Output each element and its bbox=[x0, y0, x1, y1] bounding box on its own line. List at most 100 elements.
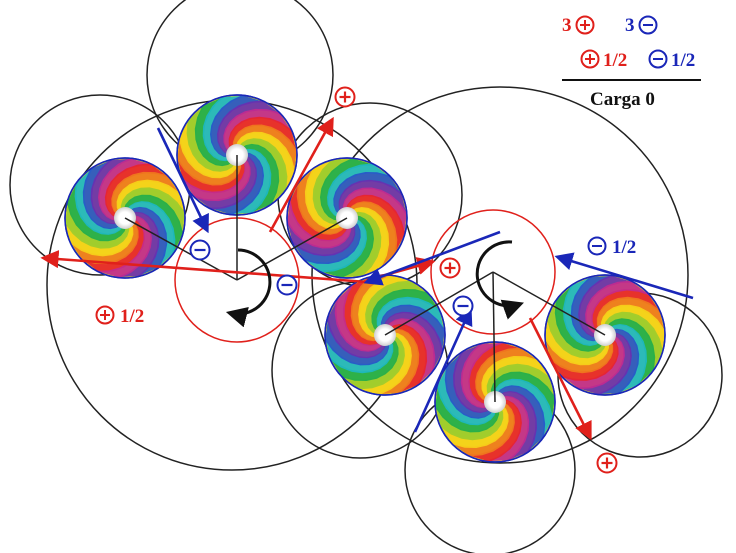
vortex-swirl bbox=[435, 382, 500, 433]
vortex-swirl bbox=[177, 135, 242, 186]
radial-line bbox=[492, 271, 606, 336]
plus-sign-icon bbox=[575, 15, 595, 35]
vortex-swirl bbox=[475, 347, 541, 402]
vortex-swirl bbox=[241, 143, 280, 214]
vortex-swirl bbox=[338, 179, 407, 217]
vortex-swirl bbox=[287, 219, 356, 257]
vortex-swirl bbox=[80, 218, 146, 273]
radial-line bbox=[384, 271, 494, 336]
legend-pos-count: 3 bbox=[562, 15, 572, 36]
vortex-swirl bbox=[365, 280, 431, 335]
vortex-swirl bbox=[481, 356, 551, 400]
vortex-swirl bbox=[65, 219, 134, 257]
vortex-rim bbox=[544, 274, 666, 396]
vortex-swirl bbox=[453, 343, 491, 413]
plus-sign-icon bbox=[334, 86, 356, 108]
vortex-swirl bbox=[603, 311, 663, 373]
vortex-swirl bbox=[235, 131, 295, 193]
vortex-swirl bbox=[342, 187, 407, 238]
vortex-swirl bbox=[351, 207, 390, 277]
vortex-swirl bbox=[327, 163, 393, 218]
vortex-swirl bbox=[468, 342, 525, 405]
blue-arrow-right bbox=[554, 252, 694, 300]
half-labels: 1/2 1/2 bbox=[95, 236, 636, 327]
vortex-swirl bbox=[563, 276, 601, 346]
vortex-swirl bbox=[444, 350, 494, 419]
vortex-swirl bbox=[179, 117, 239, 179]
vortex-swirl bbox=[496, 385, 546, 454]
vortex-swirl bbox=[69, 220, 139, 265]
vortex-swirl bbox=[126, 201, 176, 270]
minus-sign-icon bbox=[452, 295, 474, 317]
vortex-swirl bbox=[465, 399, 522, 462]
vortex-swirl bbox=[327, 297, 387, 359]
vortex-swirl bbox=[296, 166, 346, 235]
blue-arrow-bottom bbox=[413, 306, 473, 433]
vortex-swirl bbox=[333, 172, 403, 216]
vortex-swirl bbox=[232, 124, 297, 175]
vortex-swirl bbox=[208, 152, 264, 215]
vortex-swirl bbox=[439, 404, 509, 448]
vortex-swirl bbox=[559, 335, 625, 390]
vortex-swirl bbox=[554, 283, 604, 352]
vortex-swirl bbox=[383, 311, 443, 373]
vortex-rim bbox=[64, 157, 186, 279]
vortex-swirl bbox=[186, 103, 236, 172]
vortex-swirl bbox=[596, 296, 665, 335]
vortex-swirl bbox=[111, 171, 181, 216]
vortex-swirl bbox=[437, 364, 497, 426]
vortex-swirl bbox=[304, 159, 343, 229]
minus-sign-icon bbox=[648, 49, 668, 69]
vortex-swirl bbox=[575, 332, 632, 395]
minus-sign-icon bbox=[587, 236, 607, 256]
vortex-swirl bbox=[449, 402, 515, 457]
blue-arrow-center bbox=[363, 230, 501, 286]
legend-neg-count: 3 bbox=[625, 15, 635, 36]
vortex-swirl bbox=[123, 194, 184, 256]
vortex-swirl bbox=[600, 304, 665, 355]
vortex-swirl bbox=[547, 297, 607, 359]
vortex-swirl bbox=[358, 275, 415, 338]
vortex-swirl bbox=[548, 337, 619, 381]
vortex-swirl bbox=[578, 275, 635, 338]
vortex-swirl bbox=[499, 391, 537, 461]
vortex-swirl bbox=[74, 166, 124, 235]
vortex-swirl bbox=[345, 194, 405, 256]
red-arrow-bottom bbox=[528, 317, 592, 441]
vortex-swirl bbox=[238, 138, 288, 207]
blue-arrows bbox=[156, 127, 694, 433]
blue-arrow-top bbox=[156, 127, 209, 234]
vortex-swirl bbox=[342, 276, 381, 346]
vortex-swirl bbox=[386, 318, 436, 387]
vortex-rim bbox=[434, 341, 556, 463]
vortex-swirl bbox=[334, 283, 384, 352]
rotation-arrow-left bbox=[225, 248, 272, 328]
legend-pos-half: 1/2 bbox=[603, 50, 627, 71]
vortex-swirl bbox=[545, 335, 614, 374]
vortex-swirl bbox=[325, 336, 394, 374]
vortex-swirl bbox=[591, 289, 662, 333]
vortex-swirl bbox=[287, 198, 352, 249]
plus-sign-icon bbox=[439, 257, 461, 279]
charge-legend: 3 3 1/2 1/2 Carga 0 bbox=[562, 15, 701, 110]
neg-half-text: 1/2 bbox=[612, 237, 636, 258]
vortex-swirl bbox=[104, 163, 170, 218]
vortex-swirl bbox=[435, 403, 504, 441]
vortex-swirl bbox=[82, 159, 121, 230]
vortex-swirl bbox=[585, 280, 651, 335]
vortex-swirl bbox=[228, 116, 297, 154]
vortex-swirl bbox=[116, 179, 185, 217]
legend-neg-half: 1/2 bbox=[671, 50, 695, 71]
vortex-swirl bbox=[325, 315, 390, 366]
minus-sign-icon bbox=[638, 15, 658, 35]
vortex-swirl bbox=[545, 315, 610, 366]
vortex-swirl bbox=[380, 304, 445, 355]
vortex-swirl bbox=[191, 155, 257, 210]
minus-sign-icon bbox=[189, 239, 211, 261]
vortex-swirl bbox=[606, 318, 656, 387]
vortex-swirl bbox=[371, 289, 441, 333]
radial-line bbox=[492, 271, 496, 403]
vortex-swirl bbox=[609, 324, 647, 394]
vortex-swirl bbox=[493, 378, 553, 440]
